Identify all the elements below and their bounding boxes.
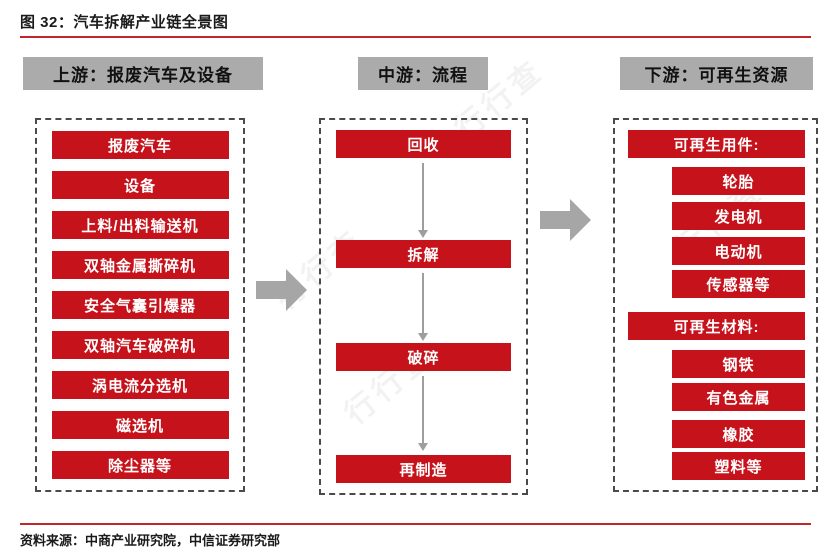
process-step: 拆解 bbox=[336, 240, 511, 268]
upstream-item: 磁选机 bbox=[51, 411, 229, 439]
downstream-item: 轮胎 bbox=[672, 167, 805, 195]
right-arrow-icon bbox=[256, 268, 308, 312]
down-arrow-icon bbox=[422, 273, 424, 334]
downstream-item: 橡胶 bbox=[672, 420, 805, 448]
right-arrow-icon bbox=[540, 198, 592, 242]
upstream-item: 安全气囊引爆器 bbox=[51, 291, 229, 319]
upstream-item: 双轴金属撕碎机 bbox=[51, 251, 229, 279]
upstream-item: 报废汽车 bbox=[51, 131, 229, 159]
downstream-item: 塑料等 bbox=[672, 452, 805, 480]
down-arrow-icon bbox=[422, 163, 424, 231]
downstream-item: 钢铁 bbox=[672, 350, 805, 378]
downstream-group-label: 可再生用件: bbox=[628, 130, 805, 158]
downstream-item: 有色金属 bbox=[672, 383, 805, 411]
downstream-header: 下游：可再生资源 bbox=[620, 57, 813, 90]
process-step: 破碎 bbox=[336, 343, 511, 371]
upstream-item: 除尘器等 bbox=[51, 451, 229, 479]
upstream-group-box: 报废汽车 设备 上料/出料输送机 双轴金属撕碎机 安全气囊引爆器 双轴汽车破碎机… bbox=[35, 118, 245, 492]
title-divider bbox=[20, 36, 811, 38]
footer-divider bbox=[20, 523, 811, 525]
downstream-item: 电动机 bbox=[672, 237, 805, 265]
upstream-item: 涡电流分选机 bbox=[51, 371, 229, 399]
midstream-header: 中游：流程 bbox=[358, 57, 488, 90]
figure-title: 图 32：汽车拆解产业链全景图 bbox=[20, 14, 229, 31]
source-note: 资料来源：中商产业研究院，中信证券研究部 bbox=[20, 533, 281, 548]
upstream-item: 双轴汽车破碎机 bbox=[51, 331, 229, 359]
upstream-item: 设备 bbox=[51, 171, 229, 199]
process-step: 再制造 bbox=[336, 455, 511, 483]
upstream-item: 上料/出料输送机 bbox=[51, 211, 229, 239]
upstream-header: 上游：报废汽车及设备 bbox=[23, 57, 263, 90]
process-step: 回收 bbox=[336, 130, 511, 158]
downstream-item: 传感器等 bbox=[672, 270, 805, 298]
downstream-item: 发电机 bbox=[672, 202, 805, 230]
down-arrow-icon bbox=[422, 376, 424, 444]
midstream-group-box: 回收 拆解 破碎 再制造 bbox=[319, 118, 528, 495]
downstream-group-box: 可再生用件: 轮胎 发电机 电动机 传感器等 可再生材料: 钢铁 有色金属 橡胶… bbox=[613, 118, 818, 492]
downstream-group-label: 可再生材料: bbox=[628, 312, 805, 340]
